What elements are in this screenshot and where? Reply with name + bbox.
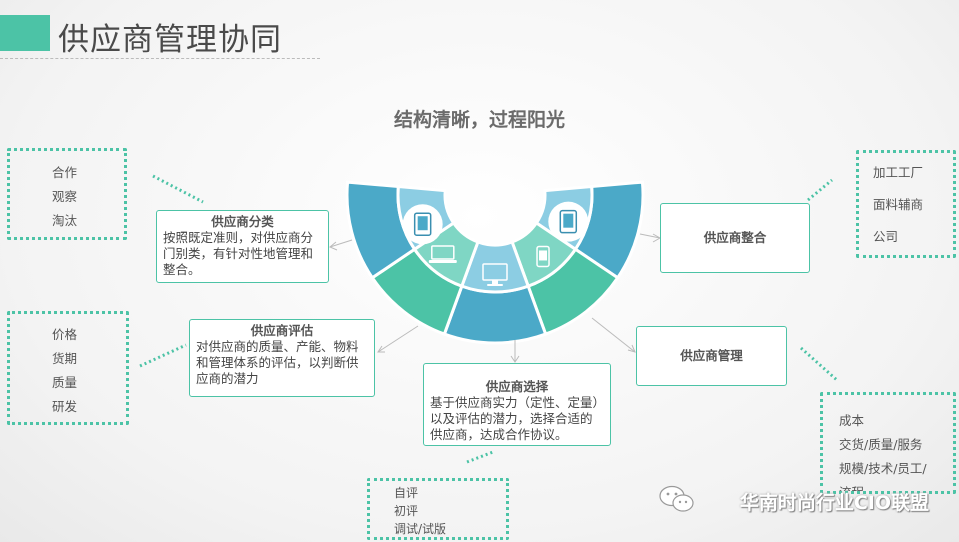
- note-item: 调试/试版: [394, 522, 447, 536]
- evaluation-body: 对供应商的质量、产能、物料和管理体系的评估，以判断供应商的潜力: [196, 339, 359, 386]
- evaluation-box: 供应商评估 对供应商的质量、产能、物料和管理体系的评估，以判断供应商的潜力: [189, 319, 375, 397]
- evaluation-title: 供应商评估: [250, 323, 314, 338]
- note-item: 观察: [52, 189, 78, 204]
- note-bottom-center: 自评 初评 调试/试版: [367, 478, 509, 540]
- classification-box: 供应商分类 按照既定准则，对供应商分门别类，有针对性地管理和整合。: [156, 210, 329, 283]
- note-item: 交货/质量/服务: [839, 437, 923, 452]
- tablet-icon: [402, 204, 443, 245]
- laptop-icon: [428, 245, 457, 263]
- tablet-icon: [548, 201, 589, 242]
- classification-title: 供应商分类: [211, 214, 274, 229]
- connector-arrows: [329, 233, 662, 363]
- note-item: 价格: [52, 327, 78, 342]
- integration-box: 供应商整合: [660, 203, 810, 273]
- integration-title: 供应商整合: [703, 230, 767, 245]
- arc-segments: [345, 180, 645, 345]
- note-top-right: 加工工厂 面料辅商 公司: [856, 150, 956, 258]
- note-item: 初评: [394, 504, 419, 518]
- note-item: 规模/技术/员工/: [839, 461, 927, 476]
- selection-box: 供应商选择 基于供应商实力（定性、定量）以及评估的潜力，选择合适的供应商，达成合…: [423, 363, 611, 446]
- selection-title: 供应商选择: [485, 379, 549, 394]
- note-item: 淘汰: [52, 213, 78, 228]
- note-item: 货期: [52, 351, 78, 366]
- management-box: 供应商管理: [636, 326, 787, 386]
- note-item: 面料辅商: [873, 197, 924, 212]
- note-item: 流程: [839, 485, 865, 494]
- phone-icon: [536, 245, 550, 268]
- note-item: 自评: [394, 486, 419, 500]
- subtitle: 结构清晰，过程阳光: [393, 109, 565, 131]
- watermark-text: 华南时尚行业CIO联盟: [739, 492, 929, 514]
- note-mid-left: 价格 货期 质量 研发: [7, 311, 129, 425]
- wechat-icon: [659, 485, 694, 512]
- management-title: 供应商管理: [680, 348, 743, 363]
- note-bottom-right: 成本 交货/质量/服务 规模/技术/员工/ 流程: [820, 392, 956, 494]
- note-item: 加工工厂: [873, 165, 924, 180]
- note-item: 质量: [52, 375, 78, 390]
- dotted-leaders: [139, 174, 839, 464]
- note-item: 成本: [839, 413, 865, 428]
- note-top-left: 合作 观察 淘汰: [7, 148, 127, 240]
- note-item: 合作: [52, 165, 78, 180]
- classification-body: 按照既定准则，对供应商分门别类，有针对性地管理和整合。: [163, 230, 314, 277]
- selection-body: 基于供应商实力（定性、定量）以及评估的潜力，选择合适的供应商，达成合作协议。: [430, 395, 599, 442]
- title-accent-bar: [0, 15, 50, 51]
- monitor-icon: [482, 263, 508, 286]
- title-divider: [0, 58, 320, 59]
- note-item: 研发: [52, 399, 78, 414]
- note-item: 公司: [873, 229, 899, 244]
- page-title: 供应商管理协同: [58, 22, 282, 58]
